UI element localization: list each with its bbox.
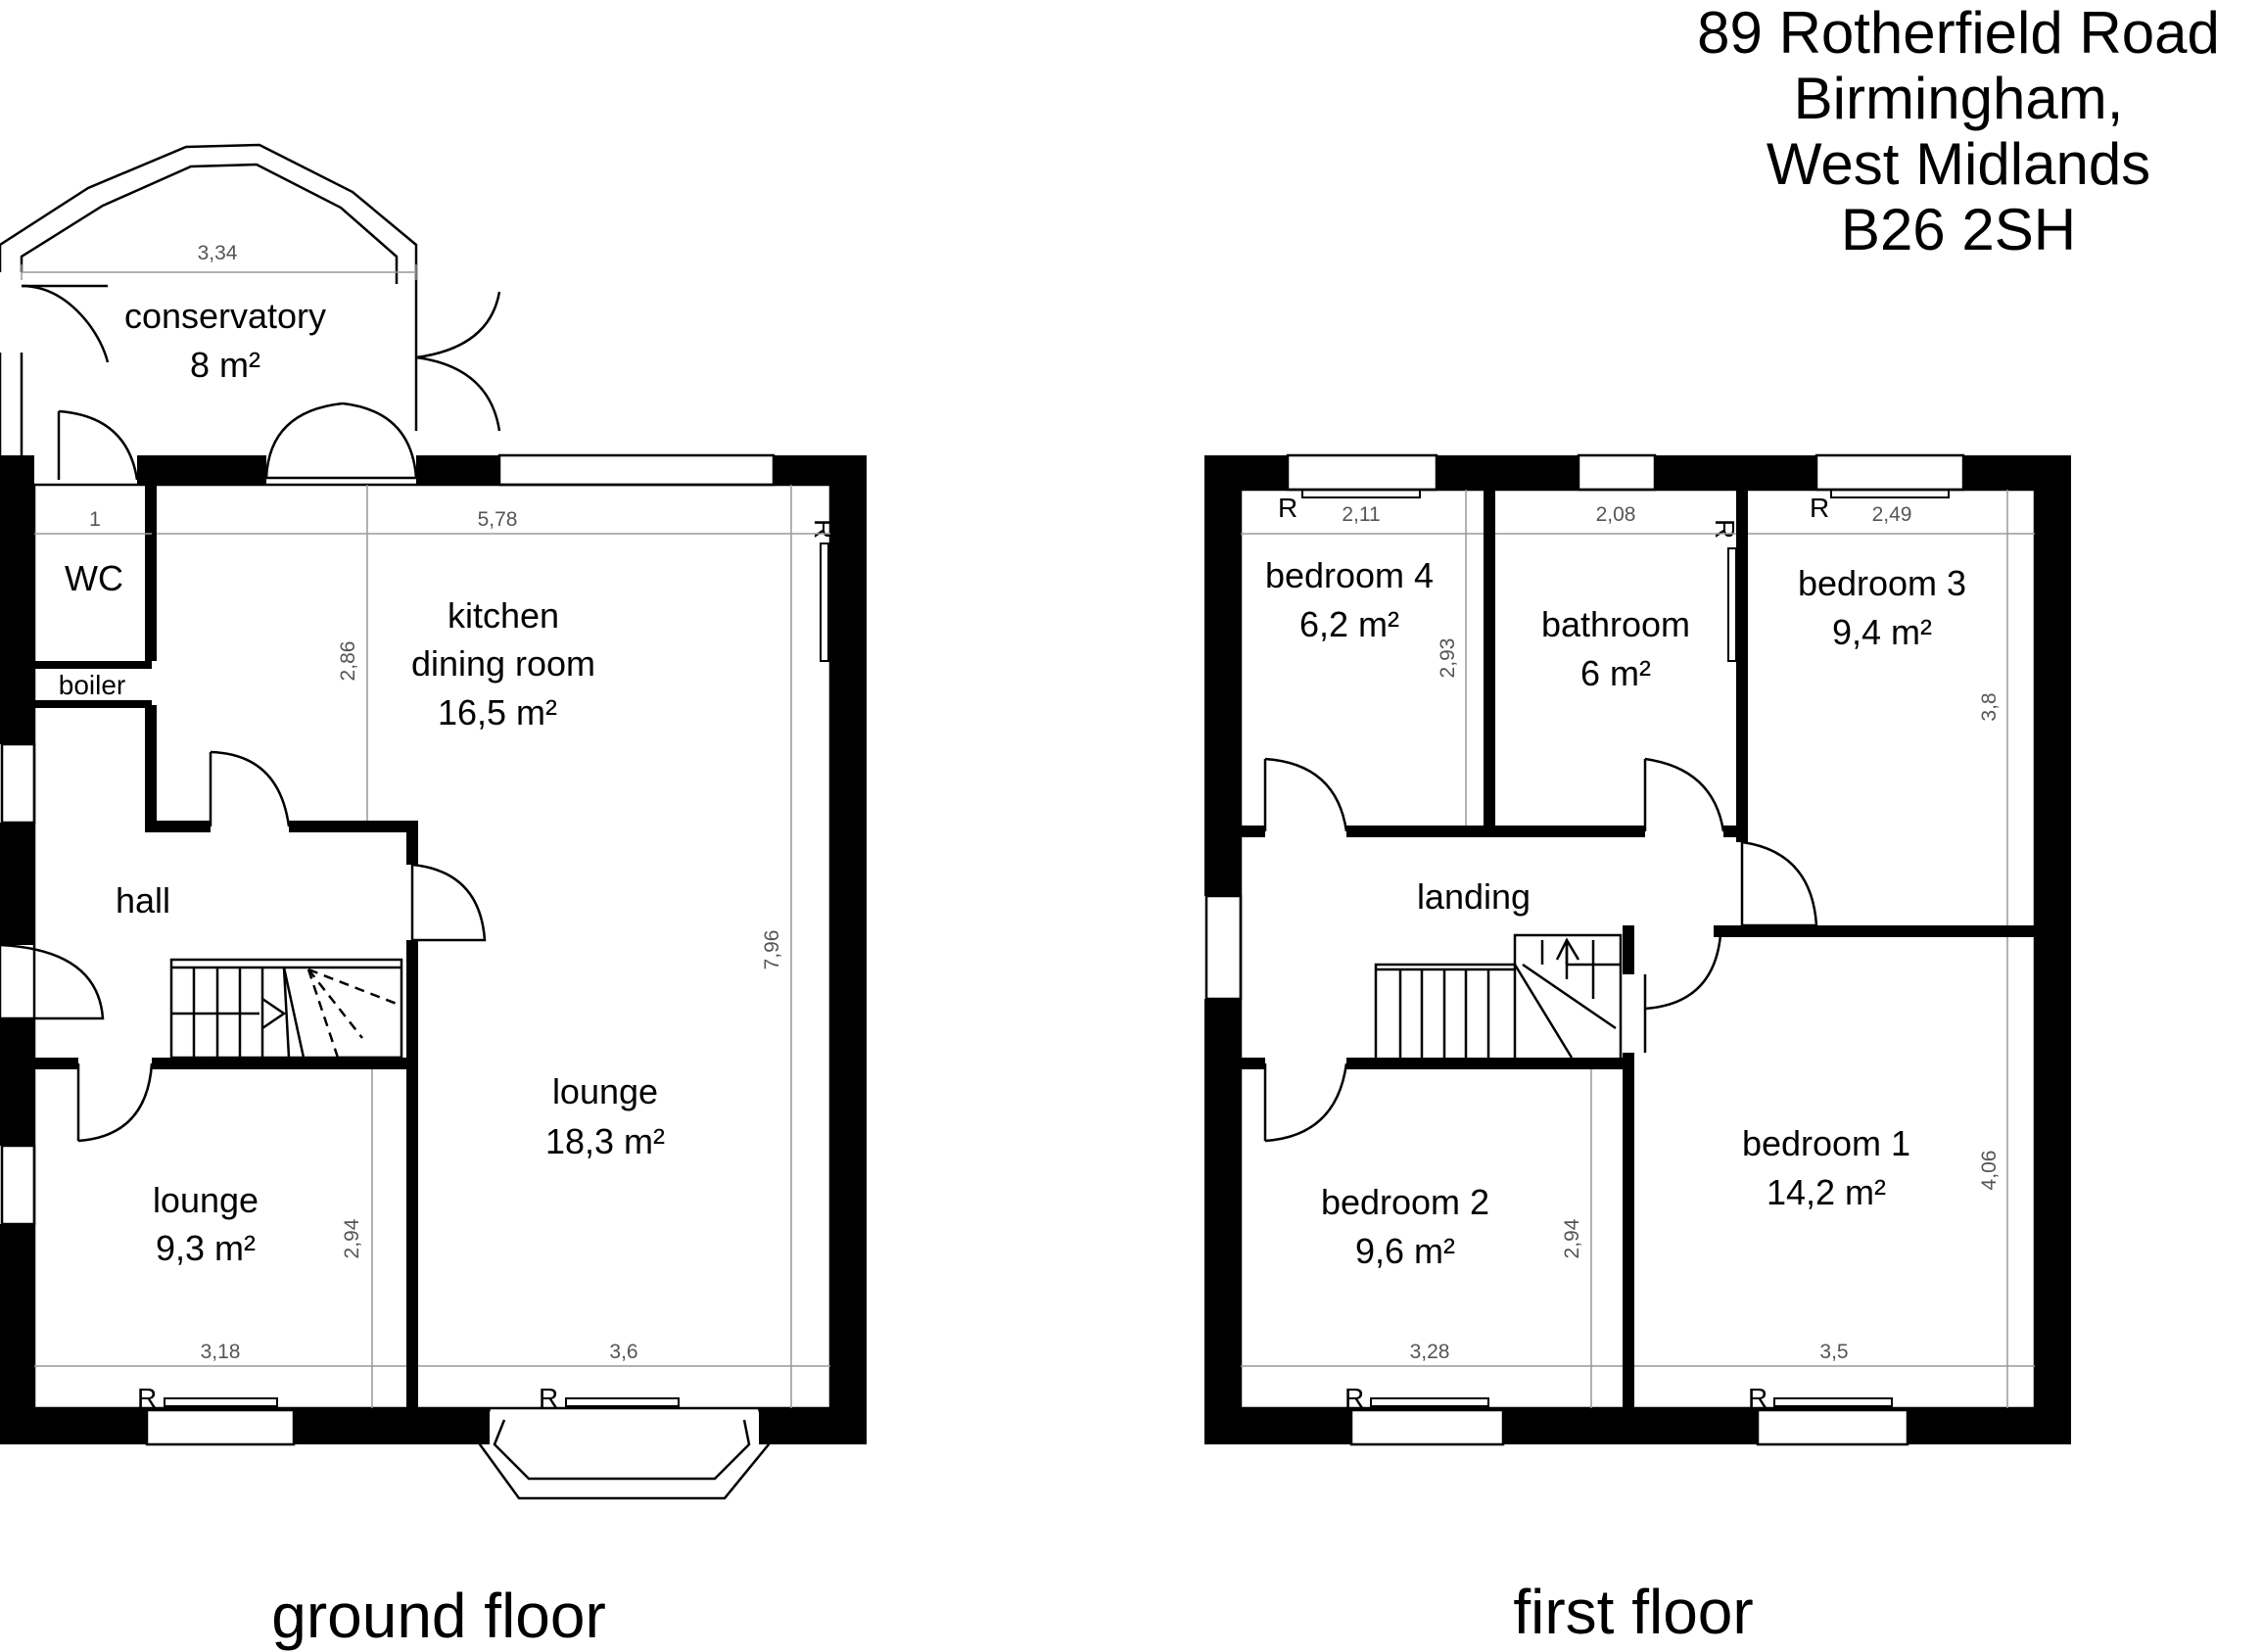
dimension-label: 2,94 <box>1561 1218 1583 1258</box>
room-area-kitchen: 16,5 m² <box>438 692 557 732</box>
conservatory-kitchen-doors <box>264 401 418 480</box>
ground-radiators <box>164 543 829 1407</box>
bathroom-door <box>1643 757 1725 832</box>
bedroom1-door <box>1643 934 1722 1053</box>
address-line-1: 89 Rotherfield Road <box>1697 0 2220 66</box>
address-line-4: B26 2SH <box>1840 197 2077 262</box>
radiator-marker: R <box>1810 493 1829 523</box>
radiator-marker: R <box>809 519 839 539</box>
dimension-label: 3,6 <box>609 1341 637 1363</box>
small-lounge-door <box>76 1062 154 1143</box>
dimension-label: 3,8 <box>1978 692 2001 721</box>
room-area-bedroom-2: 9,6 m² <box>1355 1231 1455 1271</box>
radiator-marker: R <box>137 1383 157 1413</box>
room-area-bedroom-4: 6,2 m² <box>1299 604 1399 644</box>
bedroom4-door <box>1263 757 1348 832</box>
first-floor-windows <box>1204 453 1965 1446</box>
room-area-conservatory: 8 m² <box>190 345 260 385</box>
dimension-label: 2,49 <box>1872 503 1912 526</box>
conservatory-outline <box>0 143 418 460</box>
bedroom3-door <box>1740 840 1818 927</box>
conservatory-door-right-2 <box>414 355 501 432</box>
first-floor-title: first floor <box>1513 1577 1753 1647</box>
room-name-conservatory: conservatory <box>124 296 326 336</box>
radiator-marker: R <box>1344 1383 1364 1413</box>
dimension-label: 3,28 <box>1410 1341 1450 1363</box>
room-area-bedroom-3: 9,4 m² <box>1832 612 1932 652</box>
room-name-landing: landing <box>1417 876 1531 917</box>
room-name-boiler: boiler <box>59 670 125 700</box>
dimension-label: 4,06 <box>1978 1151 2001 1191</box>
conservatory-door-right-1 <box>414 284 501 359</box>
front-door <box>0 943 105 1020</box>
dimension-label: 7,96 <box>761 930 783 970</box>
dimension-label: 2,08 <box>1596 503 1636 526</box>
room-area-bedroom-1: 14,2 m² <box>1767 1172 1886 1212</box>
first-floor-plan: R R R R R 2,11 2,08 2,49 2,93 3,8 4,06 2… <box>1204 453 2071 1647</box>
room-name-lounge: lounge <box>552 1071 658 1111</box>
bay-window <box>478 1407 771 1500</box>
ground-floor-windows <box>0 453 776 1446</box>
dimension-label: 2,86 <box>337 641 359 682</box>
address-line-3: West Midlands <box>1766 131 2151 197</box>
room-name-bedroom-2: bedroom 2 <box>1321 1182 1489 1222</box>
room-area-small-lounge: 9,3 m² <box>156 1228 256 1268</box>
dimension-label: 2,11 <box>1342 503 1380 526</box>
dimension-label: 3,18 <box>201 1341 241 1363</box>
first-floor-stairs <box>1374 933 1623 1059</box>
ground-inner-outlines <box>32 483 832 1410</box>
radiator-marker: R <box>1278 493 1297 523</box>
radiator-marker: R <box>1748 1383 1767 1413</box>
dimension-label: 3,5 <box>1819 1341 1848 1363</box>
address-line-2: Birmingham, <box>1793 66 2124 131</box>
bedroom2-door <box>1263 1062 1348 1143</box>
conservatory-door-left <box>21 284 110 363</box>
dimension-label: 2,94 <box>341 1218 363 1258</box>
ground-dimension-lines <box>21 264 830 1408</box>
ground-floor-plan: R R R 3,34 1 5,78 2,86 7,96 2,94 3,18 3,… <box>0 143 867 1651</box>
room-name-wc: WC <box>65 558 123 598</box>
dimension-label: 2,93 <box>1437 638 1459 679</box>
room-area-bathroom: 6 m² <box>1580 653 1651 693</box>
ground-stairs <box>169 958 403 1060</box>
first-dimension-lines <box>1241 490 2035 1408</box>
ground-floor-title: ground floor <box>271 1581 606 1651</box>
dimension-label: 1 <box>89 508 101 531</box>
room-name-bedroom-3: bedroom 3 <box>1798 563 1966 603</box>
room-name-dining-room: dining room <box>411 643 595 684</box>
room-name-bedroom-4: bedroom 4 <box>1265 555 1434 595</box>
radiator-marker: R <box>539 1383 558 1413</box>
conservatory-wc-door <box>57 409 139 481</box>
room-name-bathroom: bathroom <box>1541 604 1690 644</box>
room-name-small-lounge: lounge <box>153 1180 259 1220</box>
dimension-label: 3,34 <box>198 242 238 264</box>
room-name-bedroom-1: bedroom 1 <box>1742 1123 1910 1163</box>
kitchen-hall-door <box>209 750 291 827</box>
room-name-hall: hall <box>116 880 170 920</box>
lounge-hall-door <box>410 863 487 942</box>
first-floor-walls <box>1204 455 2071 1444</box>
radiator-marker: R <box>1710 519 1740 539</box>
room-name-kitchen: kitchen <box>448 595 559 636</box>
ground-floor-walls <box>0 455 867 1444</box>
first-radiators <box>1301 489 1950 1407</box>
dimension-label: 5,78 <box>478 508 518 531</box>
room-area-lounge: 18,3 m² <box>545 1121 665 1161</box>
property-address: 89 Rotherfield Road Birmingham, West Mid… <box>1655 0 2262 262</box>
